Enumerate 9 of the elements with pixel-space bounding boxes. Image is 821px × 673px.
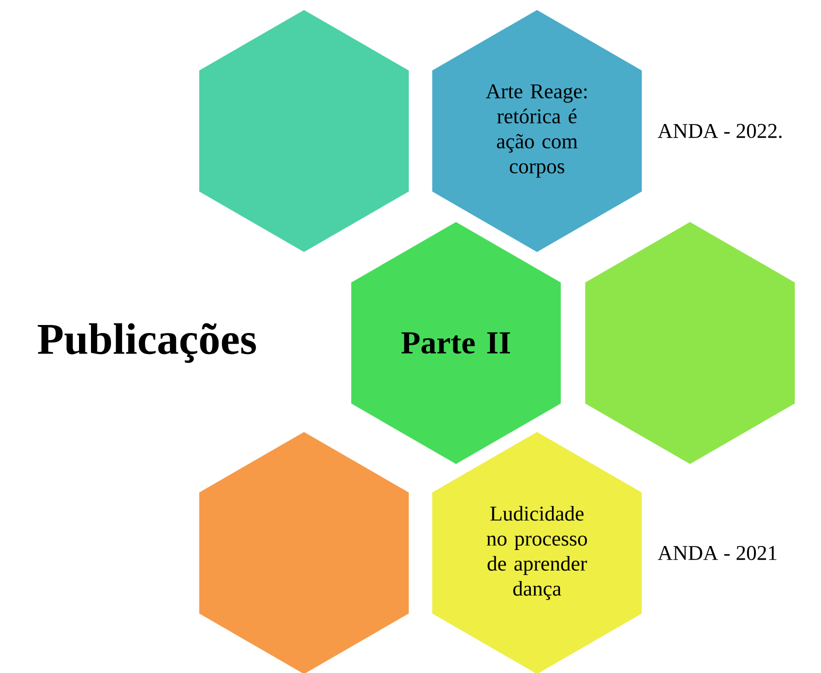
hexagon (199, 10, 409, 252)
hexagon-box: Parte II (351, 222, 561, 464)
side-note: ANDA - 2021 (658, 546, 776, 560)
hexagon-box: Ludicidade no processo de aprender dança (432, 432, 642, 673)
hexagon (199, 432, 409, 673)
hexagon (585, 222, 795, 464)
hexagon-box: Arte Reage: retórica é ação com corpos (432, 10, 642, 252)
title: Publicações (38, 323, 256, 363)
side-note: ANDA - 2022. (658, 124, 782, 138)
